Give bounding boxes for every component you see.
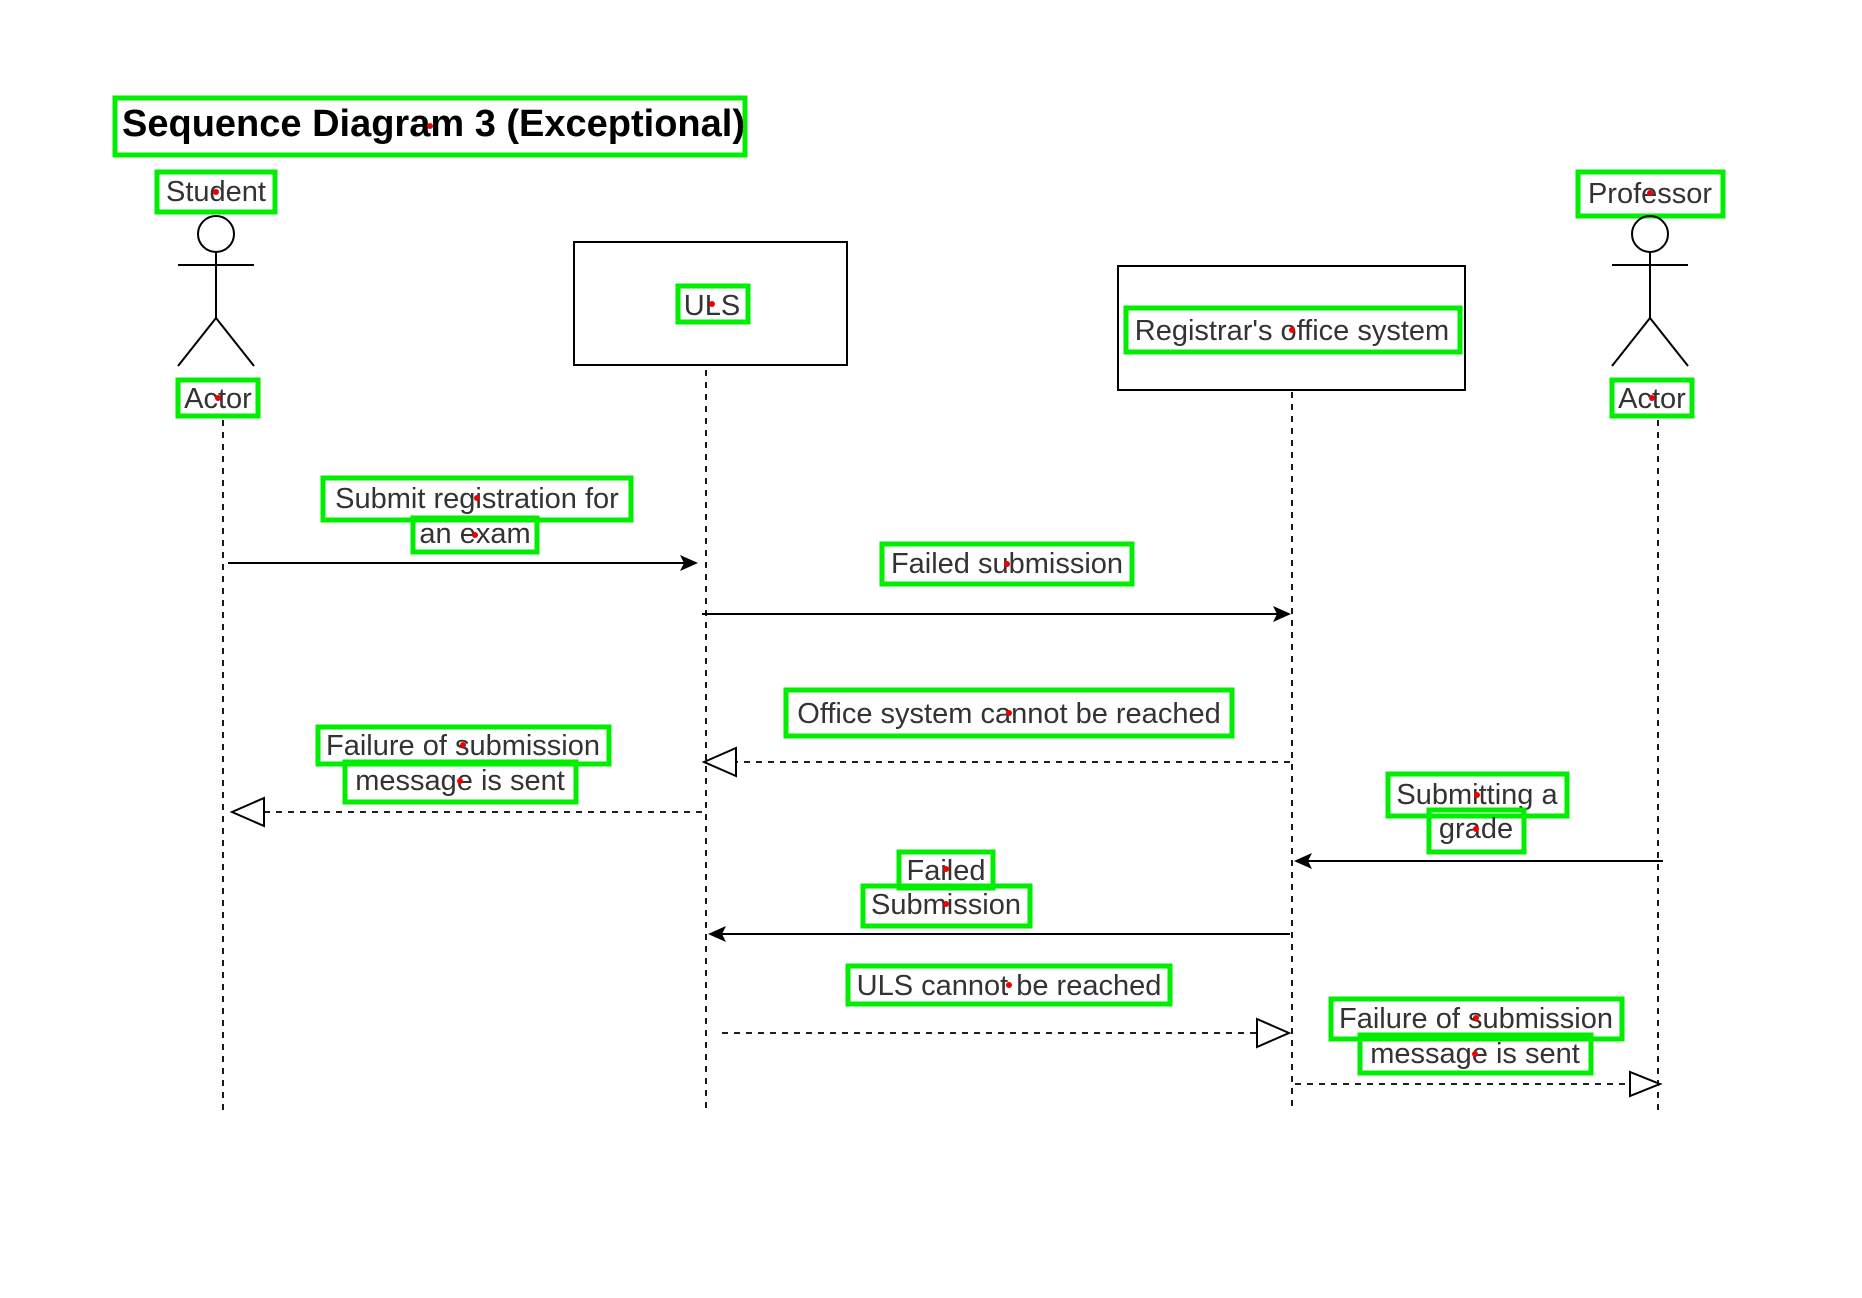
message-6-line-2-highlight: [860, 883, 1033, 929]
message-8-line-2-highlight: [1357, 1032, 1594, 1076]
student-stick-figure-icon: [177, 215, 255, 367]
title-marker: [427, 123, 433, 129]
professor-type-highlight: [1609, 377, 1695, 419]
uls-name-highlight: [675, 283, 751, 325]
message-6-line-2-marker: [943, 901, 949, 907]
diagram-title: Sequence Diagram 3 (Exceptional): [122, 103, 745, 145]
registrar-name-marker: [1289, 327, 1295, 333]
professor-stick-figure-icon: [1611, 215, 1689, 367]
student-type-highlight: [175, 377, 261, 419]
professor-name-marker: [1647, 190, 1653, 196]
professor-participant: Professor Actor: [1575, 169, 1726, 1110]
message-6-arrowhead-icon: [708, 926, 726, 942]
message-5-arrowhead-icon: [1294, 853, 1312, 869]
message-3-line-1-highlight: [783, 687, 1235, 739]
message-4-line-2-marker: [457, 778, 463, 784]
message-3-line-1-marker: [1006, 710, 1012, 716]
message-2-line-1-marker: [1004, 561, 1010, 567]
message-2-line-1-highlight: [879, 541, 1135, 587]
professor-type-marker: [1649, 395, 1655, 401]
message-8-line-1-highlight: [1328, 996, 1625, 1042]
message-failure-to-professor: Failure of submission message is sent: [1295, 996, 1663, 1098]
message-failed-submission: Failed submission: [702, 541, 1291, 622]
message-7-line-1-highlight: [845, 963, 1173, 1007]
message-1-line-2-highlight: [410, 515, 540, 555]
message-3-open-arrowhead-icon: [701, 746, 737, 778]
message-4-open-arrowhead-icon: [229, 796, 265, 828]
message-7-open-arrowhead-icon: [1256, 1017, 1292, 1049]
registrar-participant: Registrar's office system: [1117, 265, 1466, 1110]
message-4-line-1-marker: [460, 742, 466, 748]
message-8-line-1-marker: [1473, 1015, 1479, 1021]
message-failure-to-student: Failure of submission message is sent: [229, 724, 702, 828]
student-type-marker: [215, 395, 221, 401]
student-participant: Student Actor: [154, 169, 278, 1110]
message-7-line-1-marker: [1006, 982, 1012, 988]
registrar-name-highlight: [1123, 305, 1463, 355]
message-uls-unreachable: ULS cannot be reached: [722, 963, 1292, 1049]
message-failed-submission-2: Failed Submission: [708, 849, 1290, 942]
message-5-line-2-marker: [1473, 826, 1479, 832]
message-1-line-2-marker: [472, 532, 478, 538]
message-4-line-2-highlight: [342, 759, 579, 805]
message-8-open-arrowhead-icon: [1629, 1070, 1663, 1098]
uls-participant: ULS: [573, 241, 848, 1110]
uls-name-marker: [709, 301, 715, 307]
message-submit-registration: Submit registration for an exam: [228, 475, 698, 571]
student-name-highlight: [154, 169, 278, 215]
message-1-arrowhead-icon: [680, 555, 698, 571]
message-5-line-1-highlight: [1385, 771, 1570, 819]
message-6-line-1-marker: [943, 866, 949, 872]
title-highlight: [112, 95, 748, 158]
message-1-line-1-marker: [474, 495, 480, 501]
message-5-line-1-marker: [1474, 792, 1480, 798]
message-submitting-grade: Submitting a grade: [1294, 771, 1663, 869]
student-name-marker: [213, 189, 219, 195]
message-2-arrowhead-icon: [1273, 606, 1291, 622]
message-8-line-2-marker: [1472, 1051, 1478, 1057]
message-office-unreachable: Office system cannot be reached: [701, 687, 1290, 778]
message-5-line-2-highlight: [1426, 807, 1527, 855]
